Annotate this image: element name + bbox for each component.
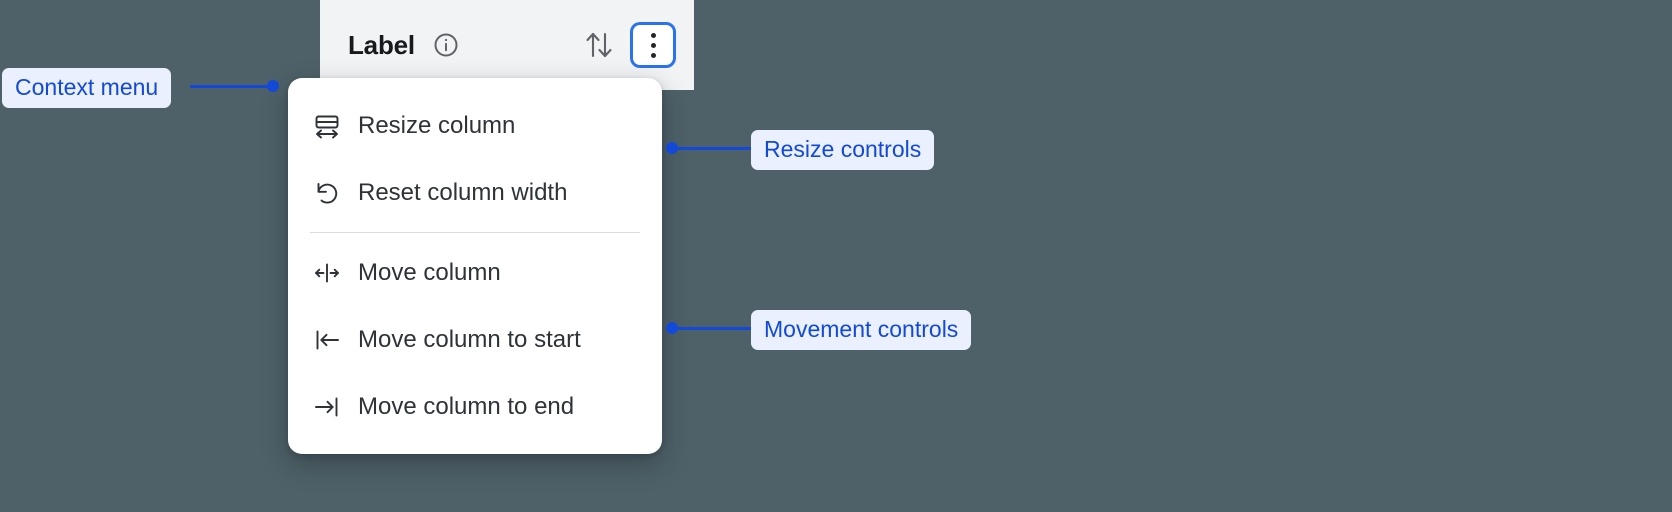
annotation-leader-line: [672, 327, 754, 330]
page-title: Label: [348, 29, 415, 60]
context-menu-panel: Resize column Reset column width Move co…: [288, 78, 662, 454]
menu-item-label: Resize column: [358, 111, 516, 139]
menu-item-move-column[interactable]: Move column: [288, 239, 662, 306]
annotation-resize-controls: Resize controls: [751, 130, 935, 171]
kebab-menu-icon[interactable]: [630, 22, 676, 68]
column-header: Label: [320, 0, 694, 90]
sort-up-down-icon[interactable]: [582, 25, 616, 65]
kebab-dot: [650, 52, 656, 58]
menu-item-move-column-to-end[interactable]: Move column to end: [288, 373, 662, 440]
annotation-leader-line: [190, 85, 272, 88]
menu-item-label: Reset column width: [358, 178, 568, 206]
annotation-leader-line: [672, 147, 754, 150]
menu-item-label: Move column: [358, 258, 501, 286]
info-circle-icon[interactable]: [431, 30, 461, 60]
move-column-icon: [310, 256, 344, 290]
menu-item-reset-column-width[interactable]: Reset column width: [288, 159, 662, 226]
move-to-start-icon: [310, 323, 344, 357]
reset-width-icon: [310, 176, 344, 210]
annotation-leader-dot: [267, 80, 279, 92]
menu-divider: [310, 232, 640, 233]
menu-item-label: Move column to end: [358, 392, 575, 420]
kebab-dot: [650, 32, 656, 38]
menu-item-resize-column[interactable]: Resize column: [288, 92, 662, 159]
annotation-movement-controls: Movement controls: [751, 310, 972, 351]
resize-column-icon: [310, 109, 344, 143]
kebab-dot: [650, 42, 656, 48]
menu-item-label: Move column to start: [358, 325, 581, 353]
annotation-context-menu: Context menu: [2, 68, 172, 109]
menu-item-move-column-to-start[interactable]: Move column to start: [288, 306, 662, 373]
move-to-end-icon: [310, 390, 344, 424]
